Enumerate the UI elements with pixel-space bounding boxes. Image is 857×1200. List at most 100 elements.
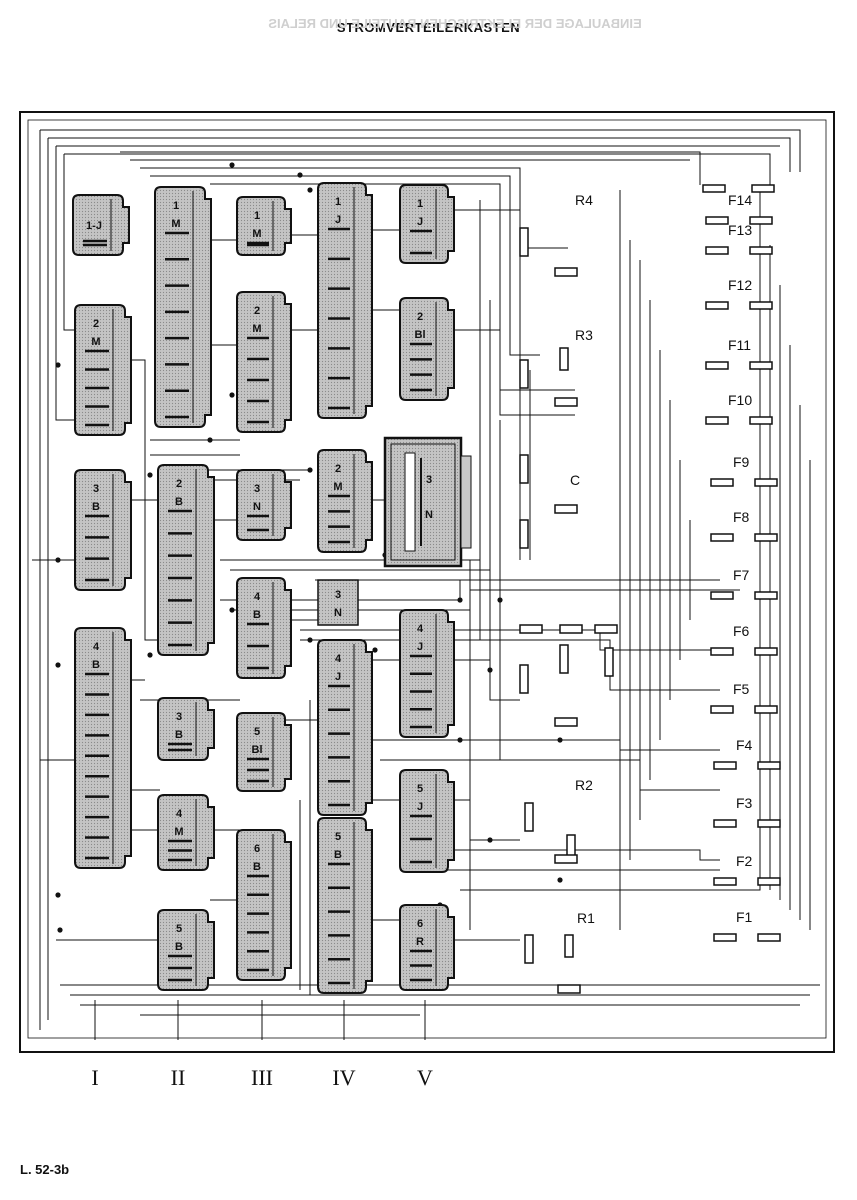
relay-pin (519, 519, 529, 549)
connector-letter: R (416, 936, 424, 948)
relay-pin (564, 934, 574, 958)
column-marker-I: I (91, 1065, 98, 1090)
column-marker-III: III (251, 1065, 273, 1090)
fuse-label: F5 (733, 681, 750, 697)
connector-2-M-left: 2M (74, 304, 132, 436)
connector-letter: J (417, 216, 423, 228)
connector-4-B-mid: 4B (236, 577, 292, 679)
junction-dot (487, 837, 493, 843)
connector-letter: B (175, 729, 183, 741)
wire (445, 799, 520, 841)
connector-letter: M (91, 336, 100, 348)
relay-pin (566, 834, 576, 858)
fuse-label: F8 (733, 509, 750, 525)
connector-number: 2 (254, 305, 260, 317)
connector-3-N-tiny: 3N (317, 579, 359, 626)
connector-letter: M (252, 228, 261, 240)
connector-number: 2 (417, 311, 423, 323)
junction-dot (147, 472, 153, 478)
connector-letter: J (335, 671, 341, 683)
connector-number: 1 (335, 196, 341, 208)
connector-number: 1-J (86, 220, 102, 232)
fuse-label: F11 (728, 337, 751, 353)
connector-letter: B (253, 861, 261, 873)
relay-pin (559, 347, 569, 371)
relay-pin (554, 504, 578, 514)
connector-5-J: 5J (399, 769, 455, 873)
junction-dot (229, 162, 235, 168)
wire (150, 175, 540, 356)
junction-dot (497, 597, 503, 603)
connector-6-B: 6B (236, 829, 292, 981)
connector-5-Bl: 5Bl (236, 712, 292, 792)
relay-label-R3: R3 (575, 327, 593, 343)
connector-number: 3 (176, 711, 182, 723)
connector-letter: M (171, 218, 180, 230)
relay-pin (554, 854, 578, 864)
junction-dot (307, 637, 313, 643)
junction-dot (57, 927, 63, 933)
relay-pin (559, 624, 583, 634)
connector-2-M-mid: 2M (236, 291, 292, 433)
connector-number: 2 (335, 463, 341, 475)
junction-dot (229, 392, 235, 398)
connector-number: 6 (417, 918, 423, 930)
connector-number: 4 (93, 641, 100, 653)
connector-letter: J (417, 801, 423, 813)
fuse-F13: F13 (705, 222, 773, 255)
fuse-label: F1 (736, 909, 753, 925)
fuse-label: F6 (733, 623, 750, 639)
fuse-F10: F10 (705, 392, 773, 425)
column-marker-II: II (171, 1065, 186, 1090)
relay-pin (519, 227, 529, 257)
inner-frame (27, 119, 827, 1039)
connector-6-R: 6R (399, 904, 455, 991)
fuse-F12: F12 (705, 277, 773, 310)
wire (140, 167, 568, 249)
fuse-F3: F3 (713, 795, 781, 828)
connector-number: 1 (173, 200, 179, 212)
wire (64, 153, 771, 185)
connector-2-B: 2B (157, 464, 215, 656)
junction-dot (457, 597, 463, 603)
connector-1-J-col4: 1J (317, 182, 373, 419)
junction-dot (55, 557, 61, 563)
fuse-label: F12 (728, 277, 752, 293)
wire (440, 849, 720, 861)
junction-dot (557, 877, 563, 883)
fuse-F11: F11 (705, 337, 773, 370)
connector-1-M-small: 1M (236, 196, 292, 256)
connector-letter: N (253, 501, 261, 513)
connector-number: 4 (254, 591, 261, 603)
connector-number: 3 (335, 589, 341, 601)
fuse-F4: F4 (713, 737, 781, 770)
connector-letter: M (333, 481, 342, 493)
junction-dot (55, 662, 61, 668)
relay-pin (519, 359, 529, 389)
connector-5-B-bottom: 5B (157, 909, 215, 991)
fuse-F2: F2 (713, 853, 781, 886)
connector-2-M-col4: 2M (317, 449, 373, 553)
column-marker-IV: IV (332, 1065, 355, 1090)
connector-letter: M (174, 826, 183, 838)
relay-label-C: C (570, 472, 580, 488)
fuse-F7: F7 (710, 567, 778, 600)
page-footer-code: L. 52-3b (20, 1162, 70, 1177)
wire (63, 154, 78, 331)
connector-number: 2 (176, 478, 182, 490)
fuse-label: F9 (733, 454, 750, 470)
relay-label-R4: R4 (575, 192, 593, 208)
connector-letter: J (417, 641, 423, 653)
fuse-label: F10 (728, 392, 752, 408)
fuse-label: F3 (736, 795, 753, 811)
fuse-holder (751, 184, 775, 193)
connector-number: 4 (335, 653, 342, 665)
connector-1-M-big: 1M (154, 186, 212, 428)
wire (360, 739, 720, 751)
fuse-F14: F14 (705, 192, 773, 225)
junction-dot (147, 652, 153, 658)
junction-dot (307, 187, 313, 193)
fuse-F8: F8 (710, 509, 778, 542)
